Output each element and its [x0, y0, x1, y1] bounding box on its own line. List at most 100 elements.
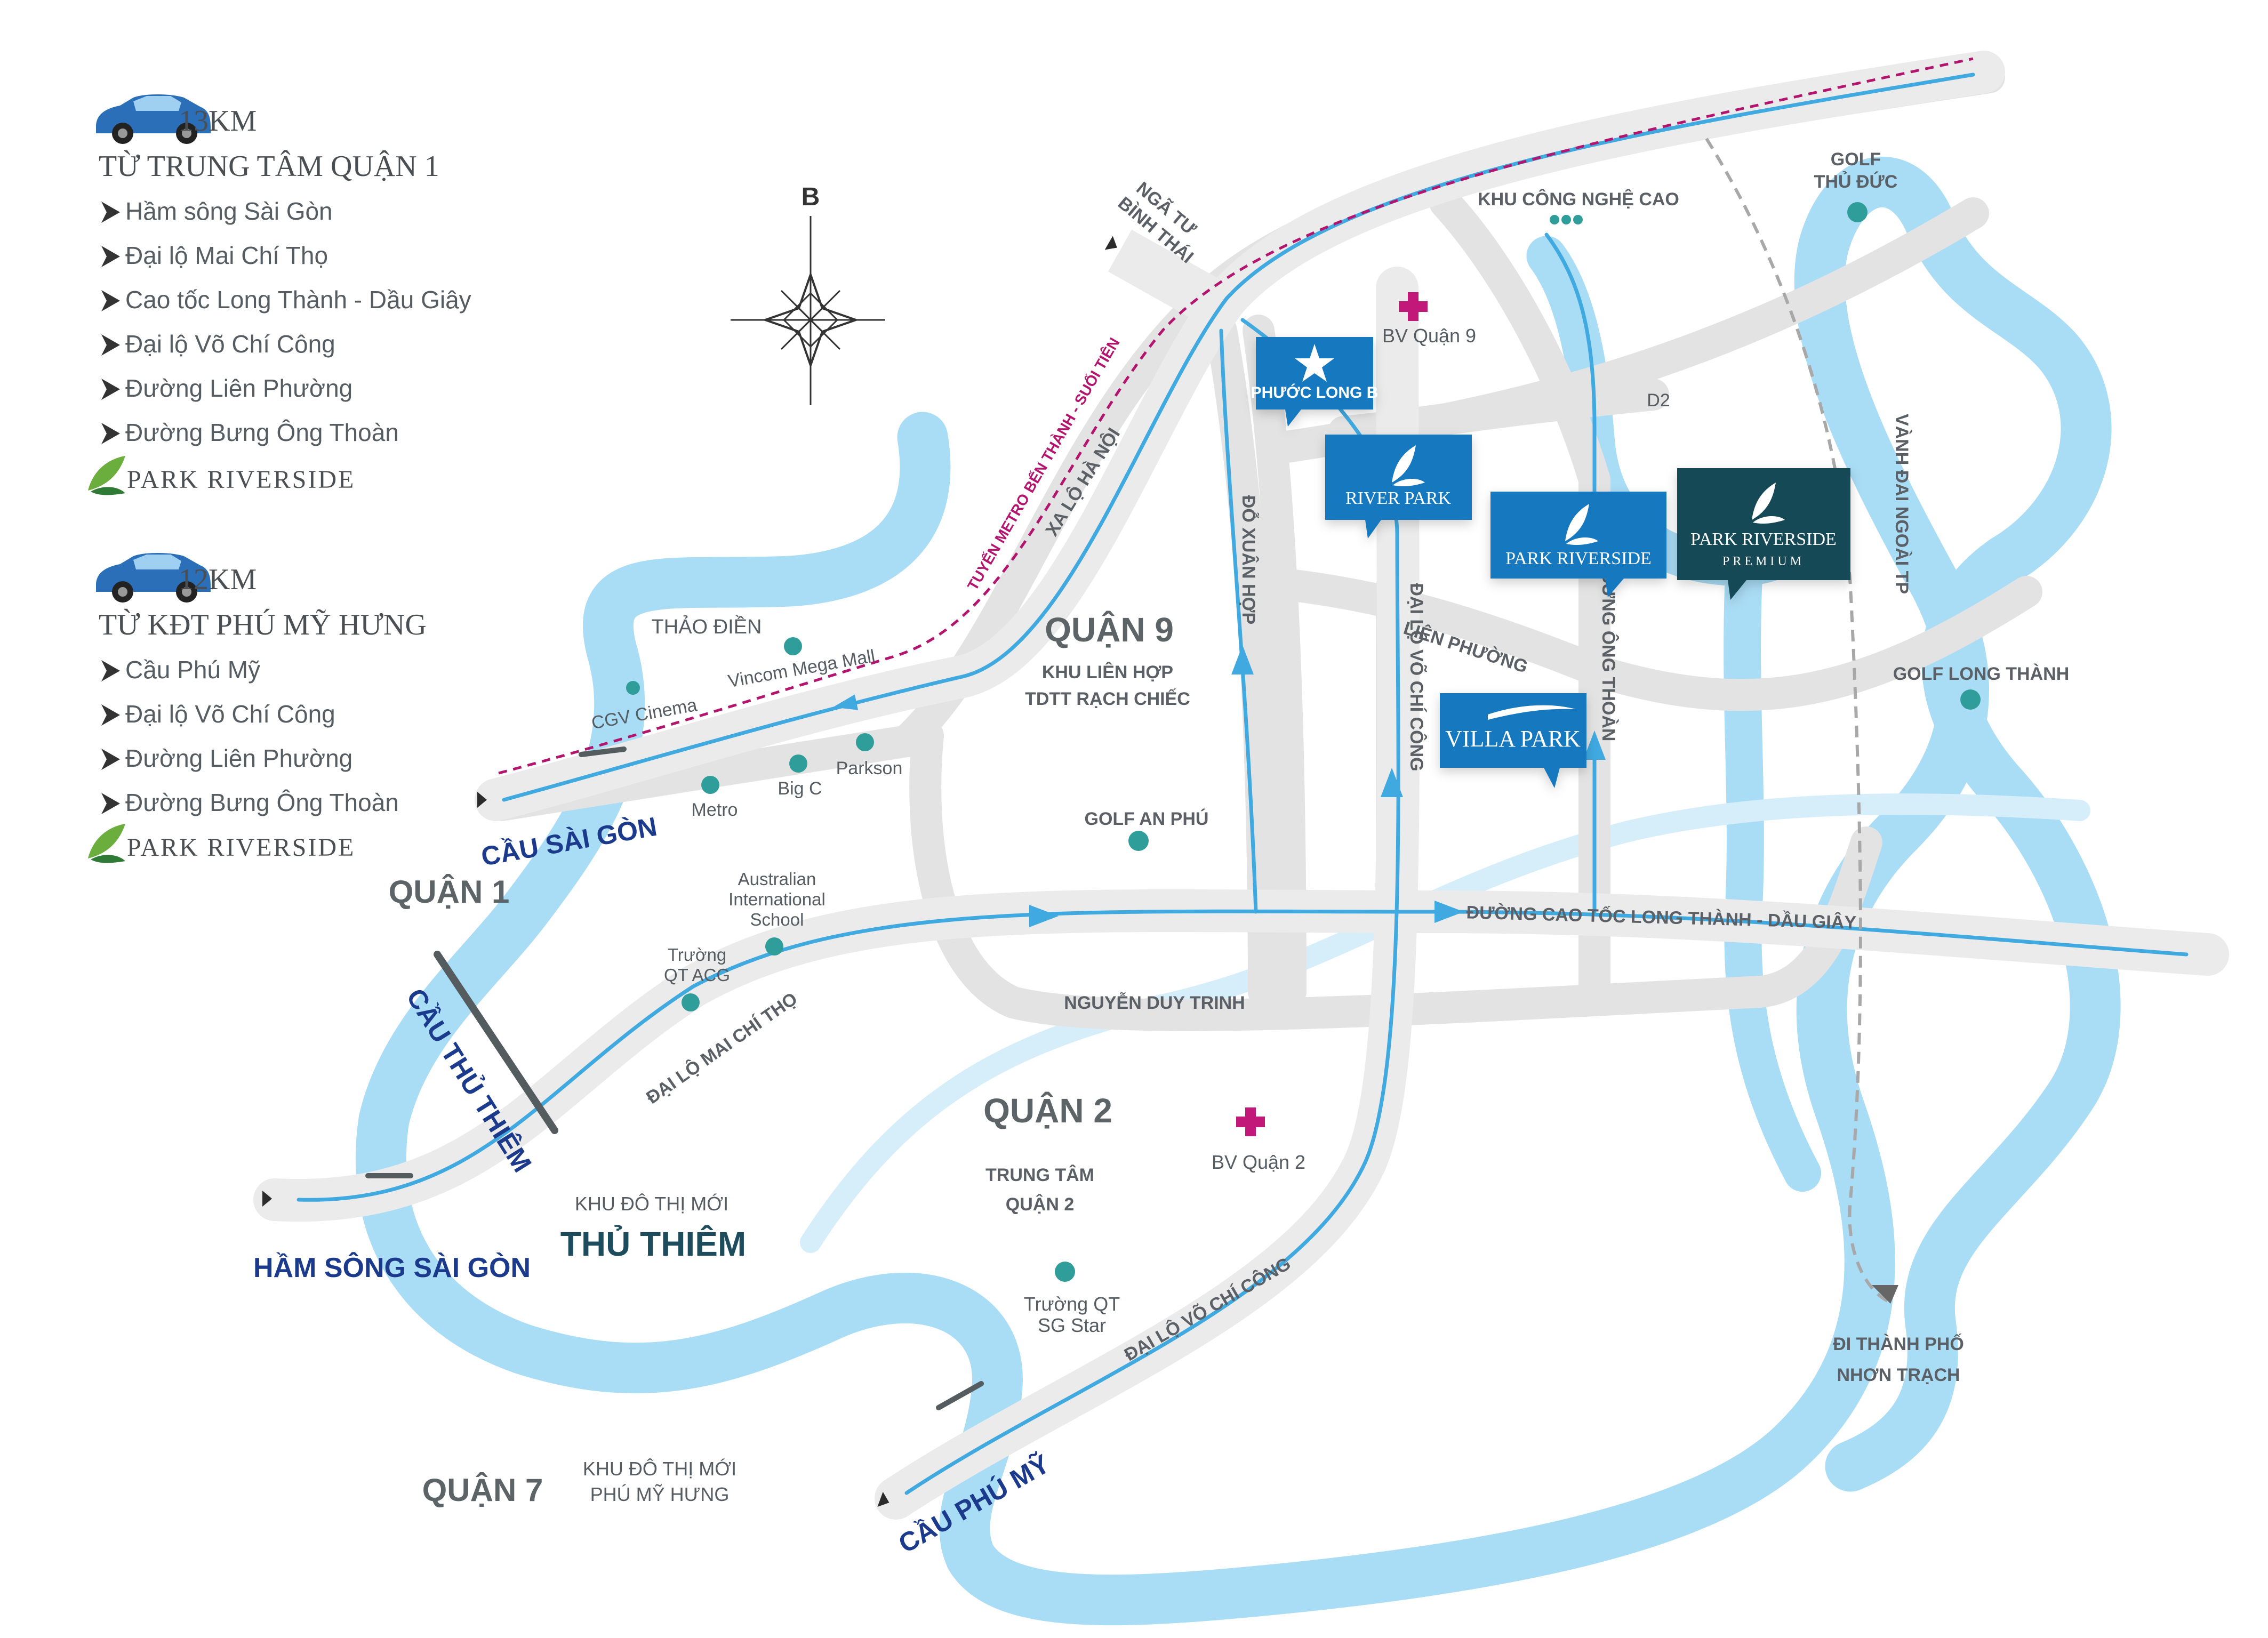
place-trung-tam-q2-2: QUẬN 2	[1006, 1194, 1074, 1215]
bridge-ham-song: HẦM SÔNG SÀI GÒN	[253, 1252, 531, 1283]
compass-north-label: B	[802, 183, 820, 211]
road-vanh-dai: VÀNH ĐAI NGOÀI TP	[1892, 414, 1912, 594]
car-icon	[96, 94, 211, 144]
road-d2: D2	[1647, 390, 1670, 411]
hospital-icon-q2	[1236, 1107, 1265, 1136]
place-bv-q2: BV Quận 2	[1212, 1151, 1305, 1173]
river-branch-center	[1724, 557, 1821, 1192]
legend1-title: TỪ TRUNG TÂM QUẬN 1	[99, 149, 439, 183]
chevron-right-icon	[101, 379, 120, 400]
legend1-chevrons	[101, 202, 120, 444]
route-arrows	[832, 645, 1606, 927]
poi-vincom-dot	[784, 637, 802, 655]
marker-villa-park[interactable]: VILLA PARK	[1440, 693, 1586, 788]
poi-golf-anphu-dot	[1128, 831, 1149, 851]
poi-golf-longthanh-dot	[1960, 689, 1981, 710]
legend2-items: Cầu Phú Mỹ Đại lộ Võ Chí Công Đường Liên…	[125, 656, 399, 816]
place-khu-lien-hop-1: KHU LIÊN HỢP	[1042, 662, 1173, 682]
place-khu-lien-hop-2: TDTT RẠCH CHIẾC	[1025, 689, 1190, 709]
marker-park-riverside[interactable]: PARK RIVERSIDE	[1490, 492, 1666, 597]
poi-acg-dot	[682, 993, 700, 1011]
legend1-items: Hầm sông Sài Gòn Đại lộ Mai Chí Thọ Cao …	[125, 197, 471, 446]
road-nguyen-duy-trinh: NGUYỄN DUY TRINH	[1064, 993, 1245, 1013]
legend1-item: Đường Liên Phường	[125, 374, 352, 402]
legend1-item: Đại lộ Võ Chí Công	[125, 330, 335, 358]
chevron-right-icon	[101, 749, 120, 770]
chevron-right-icon	[101, 334, 120, 356]
leaf-icon	[88, 824, 125, 863]
place-metro: Metro	[692, 800, 738, 820]
marker-park-riverside-label: PARK RIVERSIDE	[1505, 549, 1652, 568]
legend2-chevrons	[101, 660, 120, 814]
ring-road-line	[1705, 138, 1889, 1303]
poi-parkson-dot	[856, 733, 874, 751]
marker-phuoc-long-b[interactable]: PHƯỚC LONG B	[1251, 337, 1379, 427]
chevron-right-icon	[101, 202, 120, 223]
legend1-distance: 13KM	[179, 105, 257, 138]
place-big-c: Big C	[778, 778, 822, 799]
route-lines	[296, 73, 2189, 1495]
place-golf-long-thanh: GOLF LONG THÀNH	[1893, 664, 2070, 684]
legend2-destination: PARK RIVERSIDE	[127, 833, 355, 862]
chevron-right-icon	[101, 660, 120, 681]
road-vo-chi-cong-north: ĐẠI LỘ VÕ CHÍ CÔNG	[1406, 583, 1427, 771]
place-golf-thu-duc-2: THỦ ĐỨC	[1814, 172, 1898, 192]
road-do-xuan-hop: ĐỖ XUÂN HỢP	[1238, 495, 1259, 624]
poi-cgv-dot	[626, 681, 640, 695]
marker-park-riverside-premium[interactable]: PARK RIVERSIDE PREMIUM	[1677, 468, 1850, 600]
poi-bigc-dot	[789, 754, 807, 773]
legend2-item: Đường Bưng Ông Thoàn	[125, 789, 399, 816]
place-golf-an-phu: GOLF AN PHÚ	[1085, 809, 1209, 829]
place-bv-q9: BV Quận 9	[1382, 325, 1476, 347]
district-thu-thiem: THỦ THIÊM	[560, 1224, 746, 1263]
legend1-item: Hầm sông Sài Gòn	[125, 197, 333, 225]
place-thao-dien: THẢO ĐIỀN	[652, 615, 762, 638]
poi-golf-thuduc-dot	[1847, 202, 1868, 222]
legend1-item: Cao tốc Long Thành - Dầu Giây	[125, 286, 471, 314]
car-icon	[96, 553, 211, 603]
star-icon	[1295, 344, 1334, 382]
place-ais-2: International	[728, 889, 826, 909]
marker-premium-label: PARK RIVERSIDE	[1690, 529, 1837, 549]
compass-rose-icon	[731, 216, 885, 405]
place-nhon-trach-1: ĐI THÀNH PHỐ	[1833, 1334, 1964, 1354]
road-ngatu-stub	[1108, 229, 1217, 320]
place-nhon-trach-2: NHƠN TRẠCH	[1837, 1365, 1960, 1385]
legend1-item: Đường Bưng Ông Thoàn	[125, 419, 399, 446]
road-bung-ong-thoan: BƯNG ÔNG THOÀN	[1598, 571, 1619, 742]
place-pmh-1: KHU ĐÔ THỊ MỚI	[583, 1458, 736, 1480]
bridge-bars	[365, 746, 984, 1410]
place-ais-3: School	[750, 910, 804, 929]
leaf-logo-icon	[1752, 483, 1785, 524]
marker-river-park[interactable]: RIVER PARK	[1325, 435, 1472, 539]
chevron-right-icon	[101, 290, 120, 311]
road-vo-chi-cong-south: ĐẠI LỘ VÕ CHÍ CÔNG	[1121, 1253, 1294, 1365]
place-parkson: Parkson	[836, 758, 903, 778]
legend2-title: TỪ KĐT PHÚ MỸ HƯNG	[99, 608, 427, 641]
legend1-destination: PARK RIVERSIDE	[127, 465, 355, 494]
chevron-right-icon	[101, 246, 120, 267]
poi-dots	[626, 202, 1981, 1282]
leaf-logo-icon	[1392, 445, 1425, 487]
marker-premium-sub: PREMIUM	[1722, 555, 1805, 568]
hospital-icon-q9	[1399, 292, 1428, 321]
district-q1: QUẬN 1	[389, 874, 510, 910]
chevron-right-icon	[101, 793, 120, 814]
leaf-logo-icon	[1565, 504, 1598, 545]
place-sg-star-1: Trường QT	[1024, 1293, 1120, 1315]
district-q9: QUẬN 9	[1045, 610, 1174, 649]
legend2-distance: 12KM	[179, 563, 257, 596]
chevron-right-icon	[101, 704, 120, 726]
poi-ais-dot	[765, 937, 783, 956]
place-ais-1: Australian	[738, 869, 816, 889]
place-golf-thu-duc-1: GOLF	[1831, 149, 1881, 170]
place-kdt-thu-thiem: KHU ĐÔ THỊ MỚI	[575, 1193, 728, 1215]
legend: 13KM TỪ TRUNG TÂM QUẬN 1 Hầm sông Sài Gò…	[88, 94, 471, 863]
marker-villa-park-label: VILLA PARK	[1445, 726, 1581, 752]
place-sg-star-2: SG Star	[1038, 1314, 1106, 1336]
poi-sgstar-dot	[1055, 1262, 1075, 1282]
legend2-item: Cầu Phú Mỹ	[125, 656, 260, 684]
marker-river-park-label: RIVER PARK	[1345, 488, 1452, 508]
place-khu-cong-nghe: KHU CÔNG NGHỆ CAO	[1478, 189, 1679, 210]
